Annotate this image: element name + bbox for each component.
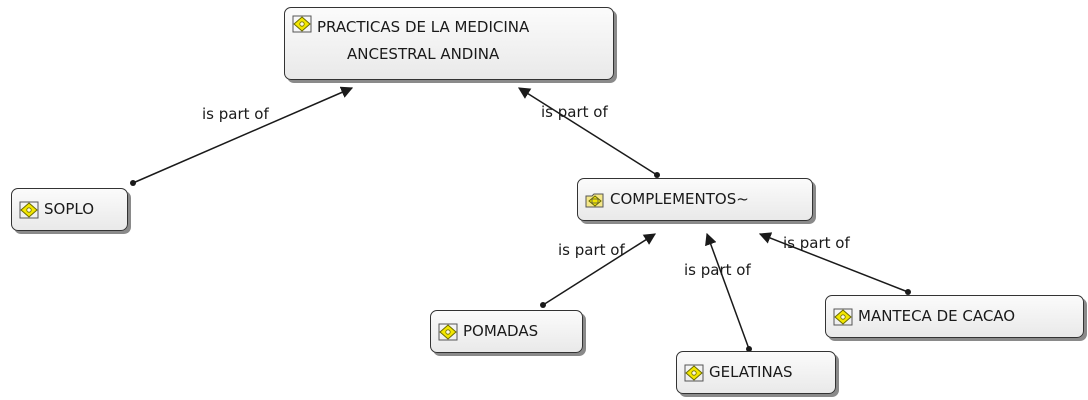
concept-node-soplo[interactable]: SOPLO [11, 188, 128, 231]
link-label-soplo-root[interactable]: is part of [202, 105, 269, 123]
link-complementos-root-line[interactable] [517, 87, 658, 176]
link-pomadas-complementos-line[interactable] [542, 233, 657, 306]
gelatinas-label: GELATINAS [709, 363, 793, 381]
link-soplo-root-dot [130, 180, 136, 186]
concept-node-manteca-de-cacao[interactable]: MANTECA DE CACAO [825, 295, 1084, 338]
complementos-label: COMPLEMENTOS~ [610, 190, 749, 208]
concept-node-root[interactable]: PRACTICAS DE LA MEDICINA ANCESTRAL ANDIN… [284, 7, 614, 80]
concept-node-complementos[interactable]: COMPLEMENTOS~ [577, 178, 813, 221]
concept-node-icon [832, 307, 854, 327]
root-label-line2: ANCESTRAL ANDINA [347, 45, 500, 63]
link-pomadas-complementos-dot [540, 302, 546, 308]
manteca-label: MANTECA DE CACAO [858, 307, 1016, 325]
soplo-label: SOPLO [44, 200, 95, 218]
pomadas-label: POMADAS [463, 322, 539, 340]
link-soplo-root-line[interactable] [132, 86, 354, 184]
concept-folder-icon [584, 190, 606, 210]
link-complementos-root-dot [654, 172, 660, 178]
concept-node-icon [18, 200, 40, 220]
concept-node-icon [683, 363, 705, 383]
link-label-manteca-complementos[interactable]: is part of [783, 234, 850, 252]
link-label-gelatinas-complementos[interactable]: is part of [684, 261, 751, 279]
link-label-complementos-root[interactable]: is part of [541, 103, 608, 121]
concept-node-icon [291, 14, 313, 34]
concept-node-icon [437, 322, 459, 342]
root-label-line1: PRACTICAS DE LA MEDICINA [317, 18, 530, 36]
concept-node-gelatinas[interactable]: GELATINAS [676, 351, 836, 394]
link-label-pomadas-complementos[interactable]: is part of [558, 241, 625, 259]
concept-node-pomadas[interactable]: POMADAS [430, 310, 583, 353]
link-gelatinas-complementos-line[interactable] [705, 232, 750, 350]
link-manteca-complementos-line[interactable] [758, 232, 909, 293]
link-gelatinas-complementos-dot [746, 346, 752, 352]
link-manteca-complementos-dot [905, 289, 911, 295]
root-label: PRACTICAS DE LA MEDICINA ANCESTRAL ANDIN… [317, 14, 529, 68]
